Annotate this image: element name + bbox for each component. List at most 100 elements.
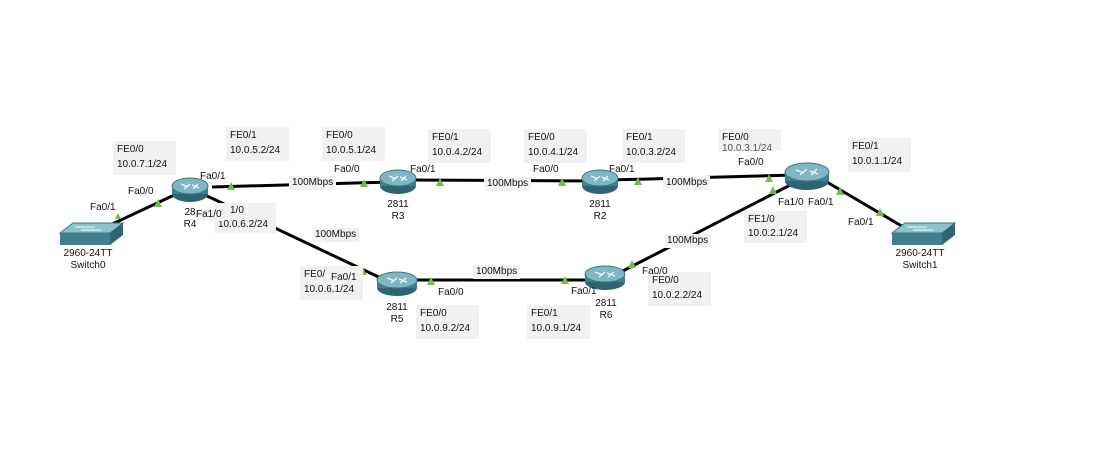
- port-label-r2-fa00: Fa0/0: [533, 164, 559, 175]
- link-speed-r4-r3: 100Mbps: [289, 176, 337, 190]
- note-ip: 10.0.2.2/24: [652, 290, 703, 301]
- note-ip: 10.0.3.2/24: [626, 147, 677, 158]
- note-iface: FE0/0: [420, 308, 447, 319]
- ip-note-r6-fe01: FE0/1 10.0.9.1/24: [527, 305, 590, 339]
- device-name: R2: [593, 211, 607, 222]
- port-label-sw1-fa01: Fa0/1: [848, 217, 874, 228]
- port-label-r1-fa01: Fa0/1: [808, 197, 834, 208]
- port-marker: [876, 208, 884, 216]
- router-r5[interactable]: [376, 271, 418, 296]
- device-model: 2811: [387, 199, 409, 210]
- link-speed-r3-r2: 100Mbps: [484, 177, 532, 191]
- router-r3[interactable]: [379, 169, 417, 194]
- ip-note-r1-fe01: FE0/1 10.0.1.1/24: [848, 138, 911, 172]
- device-model: 2811: [589, 199, 611, 210]
- device-model: 2811: [595, 298, 617, 309]
- device-caption-r4: 28 R4: [178, 207, 202, 231]
- port-label-sw0-fa01: Fa0/1: [90, 202, 116, 213]
- port-marker: [115, 213, 121, 219]
- note-iface: FE0/: [304, 269, 326, 280]
- port-label-r3-fa00: Fa0/0: [334, 164, 360, 175]
- port-label-r4-fa01: Fa0/1: [200, 171, 226, 182]
- switch-switch1[interactable]: [890, 222, 957, 245]
- link-speed-r5-r6: 100Mbps: [473, 265, 521, 279]
- device-name: Switch1: [902, 260, 938, 271]
- note-iface: FE0/0: [326, 130, 353, 141]
- port-label-r6-fa01: Fa0/1: [571, 286, 597, 297]
- note-ip: 10.0.1.1/24: [852, 156, 903, 167]
- note-ip: 10.0.6.2/24: [218, 219, 269, 230]
- port-label-r3-fa01: Fa0/1: [410, 164, 436, 175]
- port-label-r5-fa01: Fa0/1: [331, 272, 357, 284]
- device-caption-switch0: 2960-24TT Switch0: [55, 248, 121, 272]
- ip-note-r6-fe00: FE0/0 10.0.2.2/24: [648, 272, 711, 306]
- note-iface: FE0/0: [117, 144, 144, 155]
- port-marker: [558, 178, 566, 186]
- port-marker: [427, 277, 435, 285]
- router-icon: [581, 169, 619, 187]
- port-marker: [634, 177, 642, 185]
- device-name: R4: [183, 219, 197, 230]
- router-icon: [584, 265, 626, 283]
- port-label-r4-fa00: Fa0/0: [128, 186, 154, 197]
- router-icon: [171, 177, 209, 195]
- link-r6-r1[interactable]: [614, 178, 801, 277]
- ip-note-r2-fe01: FE0/1 10.0.3.2/24: [622, 129, 685, 163]
- device-model: 28: [184, 207, 196, 218]
- note-ip: 10.0.5.1/24: [326, 145, 377, 156]
- ip-note-r3-fe00: FE0/0 10.0.5.1/24: [322, 127, 385, 161]
- note-iface: FE0/0: [528, 132, 555, 143]
- router-icon: [376, 271, 418, 289]
- note-iface: FE0/1: [852, 141, 879, 152]
- note-iface: FE0/1: [230, 130, 257, 141]
- port-marker: [628, 260, 636, 268]
- device-caption-switch1: 2960-24TT Switch1: [887, 248, 953, 272]
- port-marker: [836, 187, 844, 195]
- port-marker: [360, 179, 368, 187]
- note-iface: FE0/0: [652, 275, 679, 286]
- note-ip: 10.0.3.1/24: [722, 143, 773, 151]
- note-ip: 10.0.6.1/24: [304, 284, 355, 295]
- note-ip: 10.0.9.1/24: [531, 323, 582, 334]
- device-name: R5: [390, 314, 404, 325]
- note-ip: 10.0.9.2/24: [420, 323, 471, 334]
- ip-note-r1-fe00: FE0/0 10.0.3.1/24: [718, 129, 781, 151]
- link-speed-r2-r1: 100Mbps: [663, 176, 711, 190]
- note-ip: 10.0.2.1/24: [748, 228, 799, 239]
- device-model: 2960-24TT: [63, 248, 113, 259]
- device-caption-r5: 2811 R5: [381, 302, 413, 326]
- ip-note-r4-fe00: FE0/0 10.0.7.1/24: [113, 141, 176, 175]
- port-label-r5-fa00: Fa0/0: [438, 287, 464, 298]
- ip-note-r4-fe10: 1/0 10.0.6.2/24: [214, 203, 276, 233]
- link-speed-r4-r5: 100Mbps: [312, 228, 360, 242]
- port-marker: [561, 276, 569, 284]
- router-r1[interactable]: [784, 162, 830, 190]
- port-label-r1-fa10: Fa1/0: [778, 197, 804, 208]
- port-marker: [769, 186, 777, 194]
- note-iface: FE0/0: [722, 132, 749, 143]
- device-caption-r6: 2811 R6: [590, 298, 622, 322]
- port-marker: [436, 178, 444, 186]
- port-label-r4-fa10: Fa1/0: [196, 209, 222, 221]
- ip-note-r3-fe01: FE0/1 10.0.4.2/24: [428, 129, 491, 163]
- router-r4[interactable]: [171, 177, 209, 202]
- device-caption-r2: 2811 R2: [584, 199, 616, 223]
- router-r6[interactable]: [584, 265, 626, 290]
- note-ip: 10.0.7.1/24: [117, 159, 168, 170]
- port-marker: [227, 182, 235, 190]
- link-r1-switch1[interactable]: [819, 176, 906, 230]
- note-iface: FE0/1: [531, 308, 558, 319]
- note-iface: FE1/0: [748, 214, 775, 225]
- note-ip: 10.0.4.1/24: [528, 147, 579, 158]
- note-iface: FE0/1: [432, 132, 459, 143]
- ip-note-r2-fe00: FE0/0 10.0.4.1/24: [524, 129, 587, 163]
- switch-switch0[interactable]: [58, 222, 125, 245]
- link-switch0-r4[interactable]: [107, 188, 186, 228]
- port-marker: [154, 199, 162, 207]
- port-marker: [765, 174, 773, 182]
- port-label-r6-fa00: Fa0/0: [642, 266, 668, 277]
- ip-note-r1-fe10: FE1/0 10.0.2.1/24: [744, 211, 807, 243]
- router-r2[interactable]: [581, 169, 619, 194]
- device-model: 2811: [386, 302, 408, 313]
